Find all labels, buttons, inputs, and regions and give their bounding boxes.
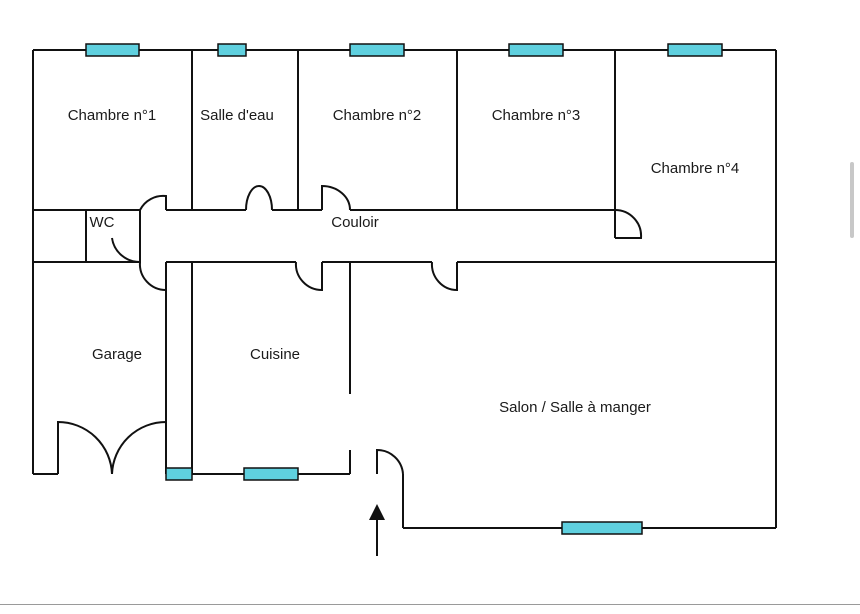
- room-labels: Chambre n°1 Salle d'eau Chambre n°2 Cham…: [68, 107, 740, 416]
- label-chambre-1: Chambre n°1: [68, 107, 157, 124]
- window-salon: [561, 521, 643, 535]
- door-chambre-4: [614, 208, 643, 239]
- windows: [85, 43, 723, 535]
- arrow-up-icon: [369, 504, 385, 556]
- door-cuisine: [294, 261, 323, 292]
- label-salon: Salon / Salle à manger: [499, 399, 651, 416]
- door-garage: [138, 261, 167, 292]
- door-chambre-2: [321, 184, 351, 211]
- window-salle-eau: [217, 43, 247, 57]
- doors: [57, 184, 643, 475]
- door-entrance: [376, 448, 404, 475]
- label-wc: WC: [90, 214, 115, 231]
- window-cuisine: [243, 467, 299, 481]
- door-salon: [430, 261, 458, 292]
- garage-door-right-leaf: [111, 420, 167, 475]
- walls: [32, 49, 777, 529]
- window-chambre-2: [349, 43, 405, 57]
- label-couloir: Couloir: [331, 214, 379, 231]
- window-chambre-3: [508, 43, 564, 57]
- garage-door-left-leaf: [57, 420, 113, 475]
- door-wc: [111, 210, 141, 264]
- window-garage: [165, 467, 193, 481]
- vertical-scrollbar[interactable]: [850, 162, 854, 238]
- window-chambre-4: [667, 43, 723, 57]
- label-garage: Garage: [92, 346, 142, 363]
- door-salle-eau: [245, 185, 273, 211]
- window-chambre-1: [85, 43, 140, 57]
- label-chambre-2: Chambre n°2: [333, 107, 422, 124]
- label-chambre-3: Chambre n°3: [492, 107, 581, 124]
- label-salle-eau: Salle d'eau: [200, 107, 274, 124]
- door-chambre-1: [139, 194, 167, 211]
- label-chambre-4: Chambre n°4: [651, 160, 740, 177]
- bottom-divider: [0, 604, 860, 605]
- label-cuisine: Cuisine: [250, 346, 300, 363]
